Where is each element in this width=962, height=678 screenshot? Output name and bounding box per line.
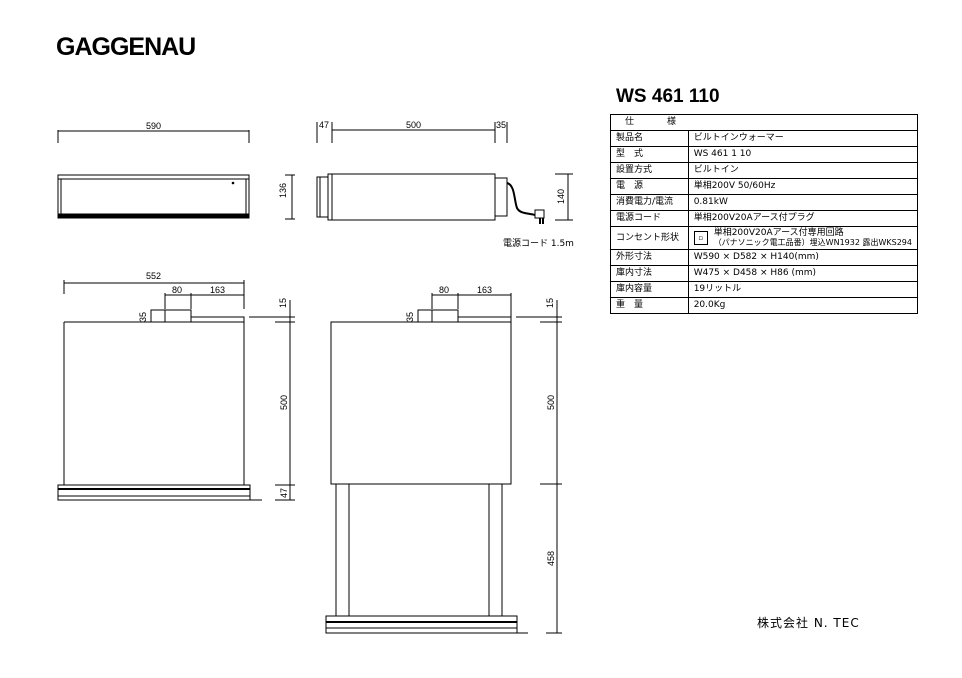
side-front-label: 35	[496, 120, 507, 130]
inst2-offset-label: 80	[439, 285, 450, 295]
installation-view-1	[57, 280, 295, 501]
table-row: 電 源単相200V 50/60Hz	[610, 178, 919, 195]
inst1-protrusion-label: 35	[138, 311, 148, 322]
inst2-top-gap-label: 15	[545, 297, 555, 308]
inst1-width-label: 552	[146, 271, 162, 281]
cord-length-label: 電源コード 1.5m	[503, 239, 574, 249]
installation-view-2	[325, 293, 562, 634]
side-depth-label: 500	[406, 120, 422, 130]
inst2-right-label: 163	[477, 285, 493, 295]
side-height-label: 140	[556, 188, 566, 204]
inst1-cavity-height-label: 500	[279, 394, 289, 410]
side-view	[316, 122, 573, 224]
spec-header: 仕 様	[610, 114, 918, 131]
inst2-leg-height-label: 458	[546, 550, 556, 566]
inst1-bottom-label: 47	[279, 487, 289, 498]
side-rear-label: 47	[319, 120, 330, 130]
brand-logo: GAGGENAU	[56, 33, 196, 61]
inst1-offset-label: 80	[172, 285, 183, 295]
inst1-right-label: 163	[210, 285, 226, 295]
front-view	[57, 130, 295, 220]
table-row: コンセント形状 ▫ 単相200V20Aアース付専用回路 （パナソニック電工品番）…	[610, 226, 919, 250]
table-row: 製品名ビルトインウォーマー	[610, 130, 919, 147]
inst1-top-gap-label: 15	[278, 297, 288, 308]
company-footer: 株式会社 N. TEC	[757, 616, 860, 630]
outlet-icon: ▫	[693, 231, 708, 245]
inst2-cavity-height-label: 500	[546, 394, 556, 410]
table-row: 電源コード単相200V20Aアース付プラグ	[610, 210, 919, 227]
front-width-label: 590	[146, 121, 162, 131]
front-height-label: 136	[278, 182, 288, 198]
inst2-protrusion-label: 35	[405, 311, 415, 322]
model-title: WS 461 110	[616, 86, 720, 107]
table-row: 設置方式ビルトイン	[610, 162, 919, 179]
